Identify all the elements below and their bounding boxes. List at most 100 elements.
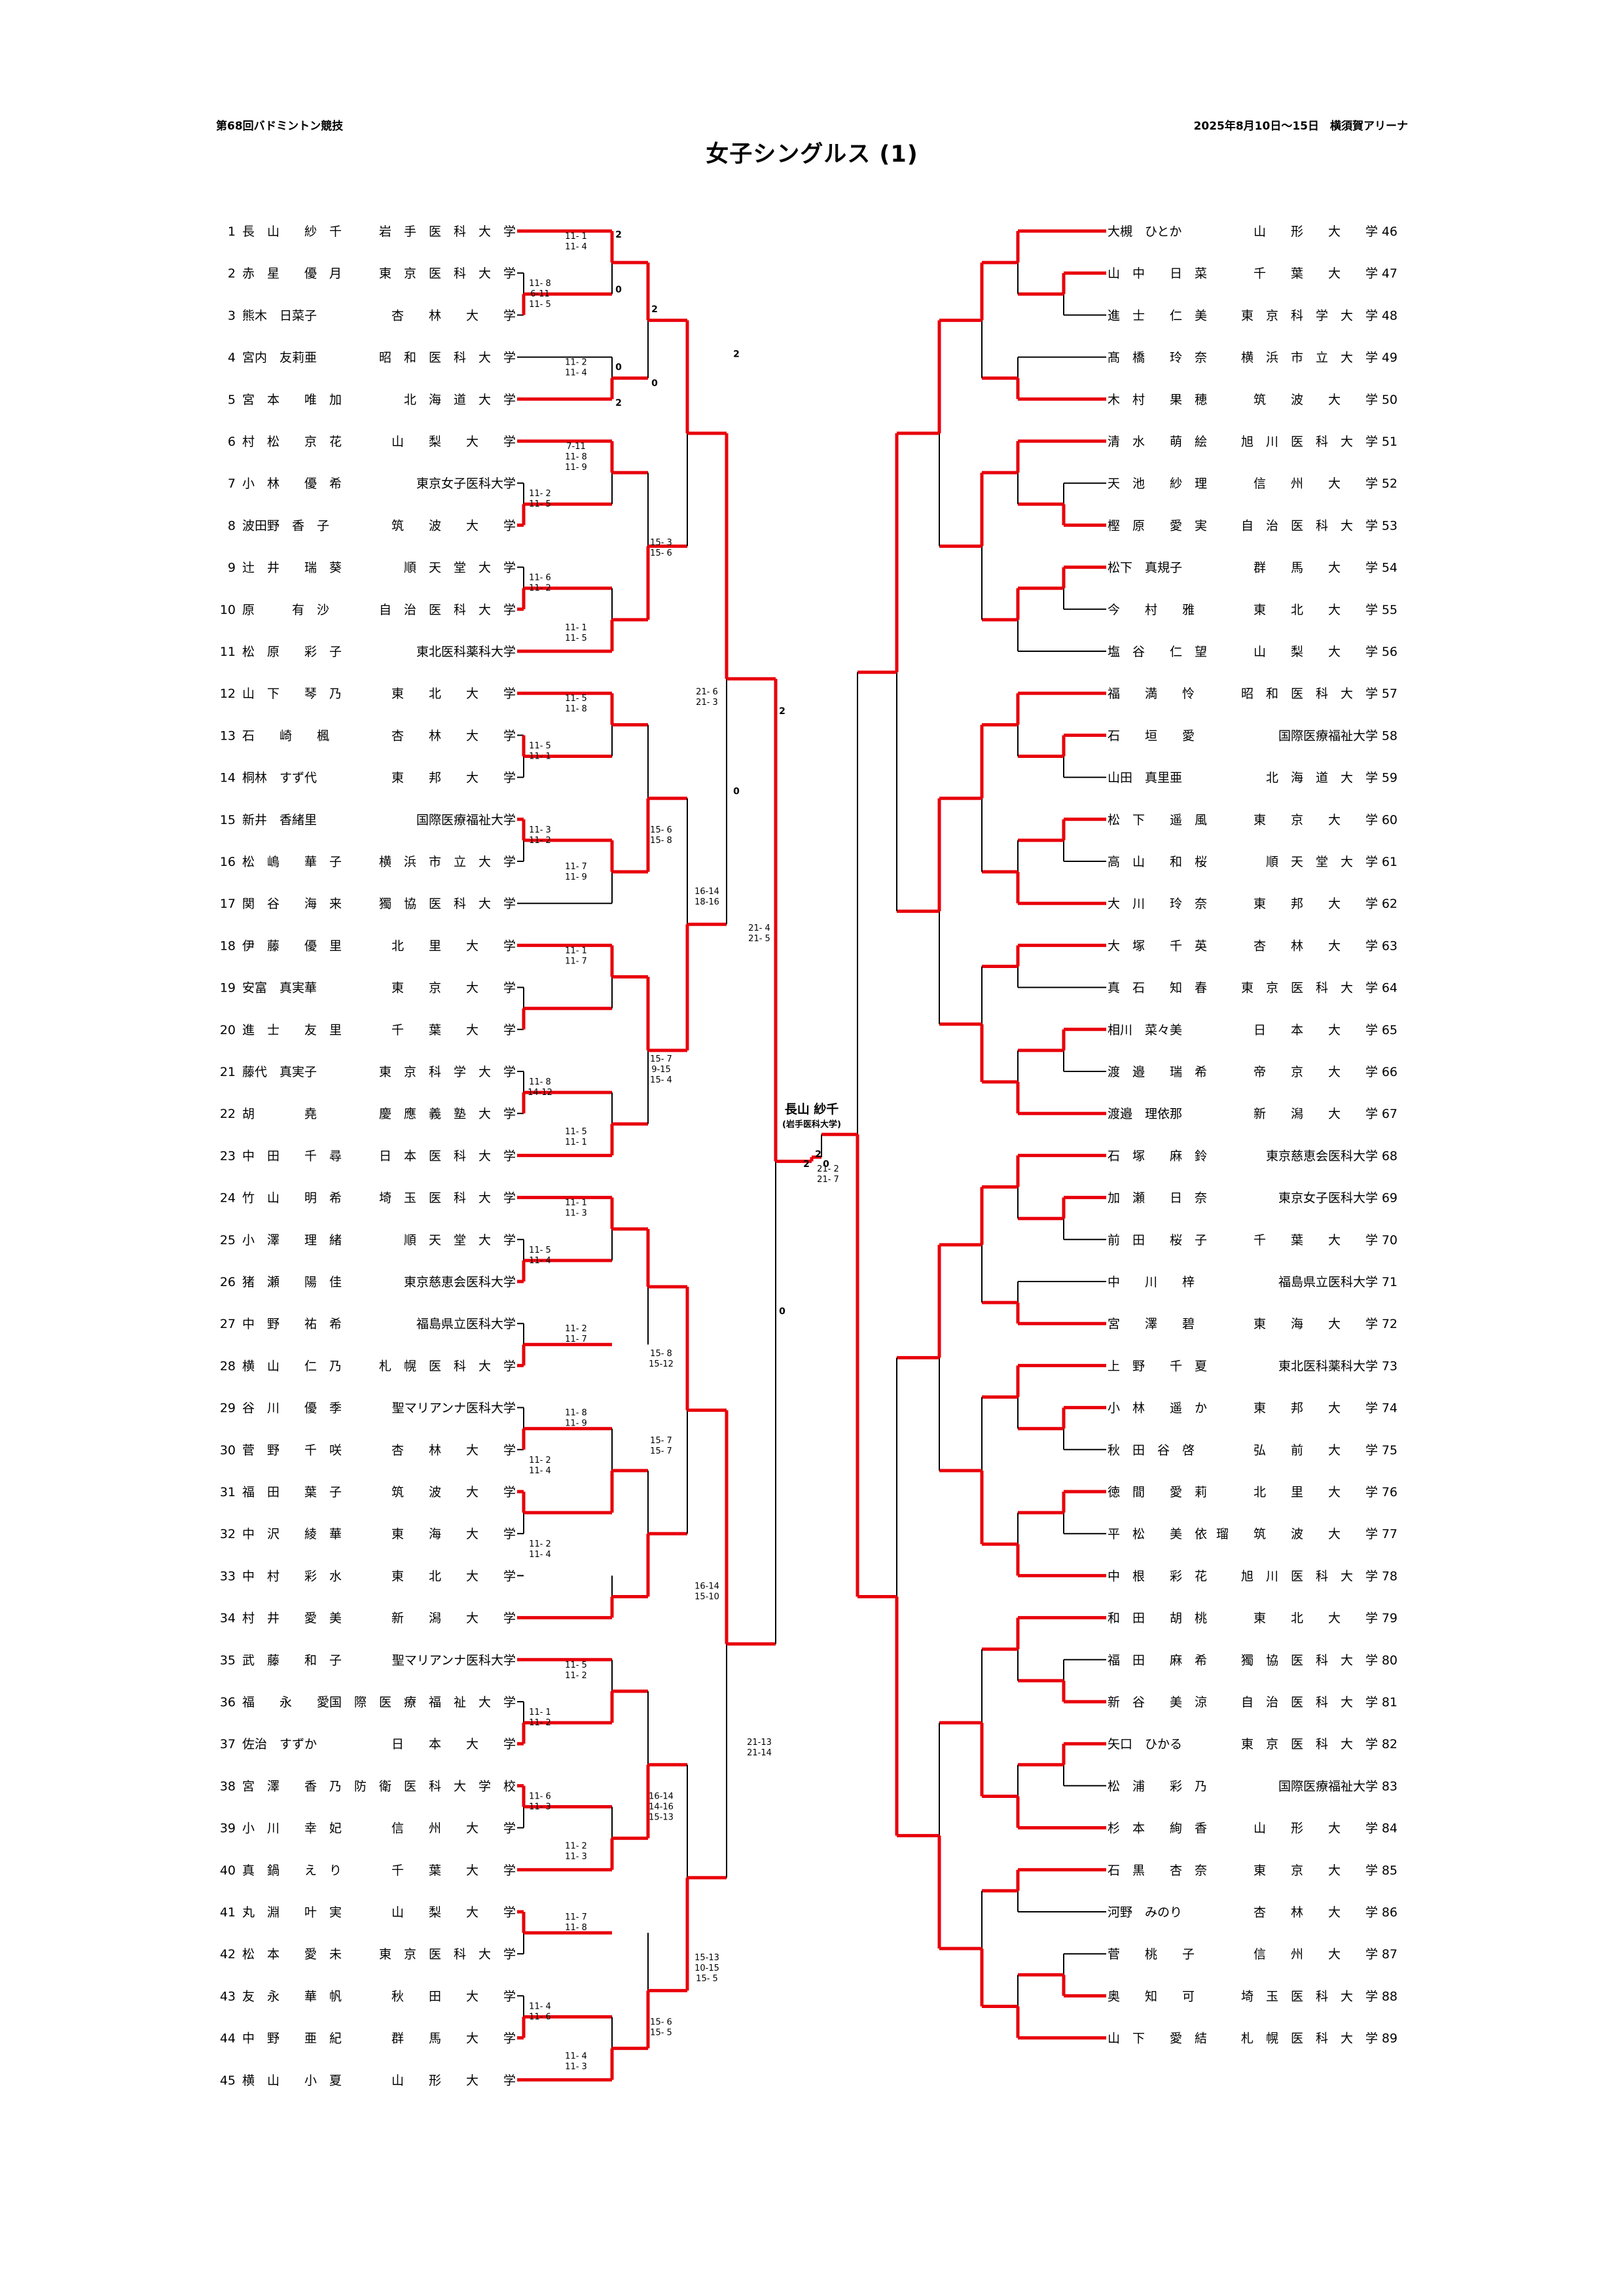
player-number: 7 — [228, 476, 236, 491]
match-score: 11- 2 — [529, 489, 551, 499]
champion-box: 長山 紗千 (岩手医科大学) — [746, 1100, 877, 1130]
player-school: 昭 和 医 科 大 学 — [379, 351, 516, 365]
match-score: 11- 8 — [529, 279, 551, 289]
player-name: 上 野 千 夏 — [1108, 1359, 1207, 1373]
player-number: 31 — [220, 1485, 236, 1499]
match-score: 11- 7 — [565, 862, 587, 872]
player-number: 84 — [1382, 1821, 1398, 1836]
player-name: 木 村 果 穂 — [1108, 393, 1207, 407]
match-score: 11- 8 — [565, 1408, 587, 1418]
player-name: 原 有 沙 — [242, 603, 329, 617]
player-school: 秋 田 大 学 — [391, 1989, 516, 2003]
player-school: 東京慈恵会医科大学 — [404, 1275, 516, 1289]
match-score: 18-16 — [695, 897, 719, 907]
match-score: 11- 8 — [529, 1077, 551, 1087]
date-venue: 2025年8月10日～15日 横須賀アリーナ — [1193, 120, 1408, 133]
player-school: 国際医療福祉大学 — [1278, 1779, 1378, 1793]
player-number: 56 — [1382, 645, 1398, 659]
player-school: 千 葉 大 学 — [1254, 266, 1378, 281]
player-school: 東 北 大 学 — [1254, 603, 1378, 617]
player-school: 国際医療福祉大学 — [416, 813, 516, 827]
player-number: 72 — [1382, 1317, 1398, 1331]
match-score: 11- 1 — [565, 1138, 587, 1147]
player-name: 松 下 遥 風 — [1108, 813, 1207, 827]
player-name: 中 沢 綾 華 — [242, 1527, 342, 1541]
player-school: 東 京 科 学 大 学 — [379, 1065, 516, 1079]
player-name: 山 中 日 菜 — [1108, 266, 1207, 281]
match-score: 11- 1 — [529, 751, 551, 761]
player-name: 小 川 幸 妃 — [242, 1821, 342, 1836]
player-number: 20 — [220, 1023, 236, 1037]
player-number: 26 — [220, 1275, 236, 1289]
player-school: 山 形 大 学 — [1254, 1821, 1378, 1836]
player-school: 北 海 道 大 学 — [1266, 771, 1378, 785]
player-school: 獨 協 医 科 大 学 — [379, 897, 516, 911]
match-score: 21-14 — [747, 1748, 772, 1758]
match-score: 16-14 — [649, 1791, 674, 1801]
player-school: 順 天 堂 大 学 — [404, 1233, 516, 1247]
player-name: 中 村 彩 水 — [242, 1569, 342, 1583]
player-number: 58 — [1382, 728, 1398, 743]
player-school: 東 京 医 科 大 学 — [379, 266, 516, 281]
player-name: 関 谷 海 来 — [242, 897, 342, 911]
match-score: 11- 2 — [565, 1671, 587, 1681]
player-school: 新 潟 大 学 — [391, 1611, 516, 1626]
match-score: 11- 4 — [565, 242, 587, 252]
player-school: 杏 林 大 学 — [391, 308, 516, 323]
player-school: 筑 波 大 学 — [391, 1485, 516, 1499]
player-name: 波田野 香 子 — [242, 518, 329, 533]
player-number: 21 — [220, 1065, 236, 1079]
player-name: 新井 香緒里 — [242, 813, 317, 827]
player-number: 22 — [220, 1107, 236, 1121]
game-count: 2 — [779, 706, 785, 717]
player-name: 真 鍋 え り — [242, 1863, 342, 1878]
player-number: 43 — [220, 1989, 236, 2003]
match-score: 11- 4 — [529, 1550, 551, 1560]
player-number: 73 — [1382, 1359, 1398, 1373]
match-score: 15- 3 — [650, 538, 672, 548]
player-name: 中 野 亜 紀 — [242, 2032, 342, 2046]
player-number: 87 — [1382, 1947, 1398, 1962]
match-score: 15- 8 — [650, 1349, 672, 1359]
match-score: 11- 4 — [529, 1466, 551, 1476]
player-school: 自 治 医 科 大 学 — [1241, 1695, 1378, 1710]
match-score: 15-13 — [695, 1953, 719, 1963]
player-name: 天 池 紗 理 — [1108, 476, 1207, 491]
player-number: 66 — [1382, 1065, 1398, 1079]
player-number: 33 — [220, 1569, 236, 1583]
player-number: 12 — [220, 687, 236, 701]
match-score: 11- 5 — [529, 741, 551, 751]
player-name: 小 林 優 希 — [242, 476, 342, 491]
game-count: 0 — [651, 378, 658, 389]
player-name: 辻 井 瑞 葵 — [242, 561, 342, 575]
player-school: 千 葉 大 学 — [391, 1023, 516, 1037]
player-number: 64 — [1382, 981, 1398, 996]
player-school: 東 邦 大 学 — [391, 771, 516, 785]
player-number: 39 — [220, 1821, 236, 1836]
player-number: 5 — [228, 393, 236, 407]
player-name: 河野 みのり — [1108, 1905, 1182, 1920]
player-name: 中 田 千 尋 — [242, 1149, 342, 1163]
match-score: 15- 7 — [650, 1054, 672, 1064]
player-school: 山 梨 大 学 — [1254, 645, 1378, 659]
match-score: 11- 6 — [529, 1791, 551, 1801]
player-school: 獨 協 医 科 大 学 — [1241, 1653, 1378, 1668]
player-name: 前 田 桜 子 — [1108, 1233, 1207, 1247]
player-school: 山 梨 大 学 — [391, 1905, 516, 1920]
player-name: 塩 谷 仁 望 — [1108, 645, 1207, 659]
player-number: 18 — [220, 939, 236, 953]
player-name: 徳 間 愛 莉 — [1108, 1485, 1207, 1499]
player-name: 大槻 ひとか — [1108, 224, 1182, 239]
player-number: 4 — [228, 351, 236, 365]
player-school: 信 州 大 学 — [1254, 476, 1378, 491]
player-name: 高 山 和 桜 — [1108, 855, 1207, 869]
player-school: 東 邦 大 学 — [1254, 897, 1378, 911]
match-score: 11- 9 — [565, 463, 587, 473]
player-school: 筑 波 大 学 — [391, 518, 516, 533]
player-name: 長 山 紗 千 — [242, 224, 342, 239]
match-score: 21- 4 — [748, 924, 770, 933]
player-name: 今 村 雅 — [1108, 603, 1195, 617]
player-name: 山田 真里亜 — [1108, 771, 1182, 785]
player-number: 60 — [1382, 813, 1398, 827]
final-score: 21- 7 — [817, 1175, 839, 1185]
